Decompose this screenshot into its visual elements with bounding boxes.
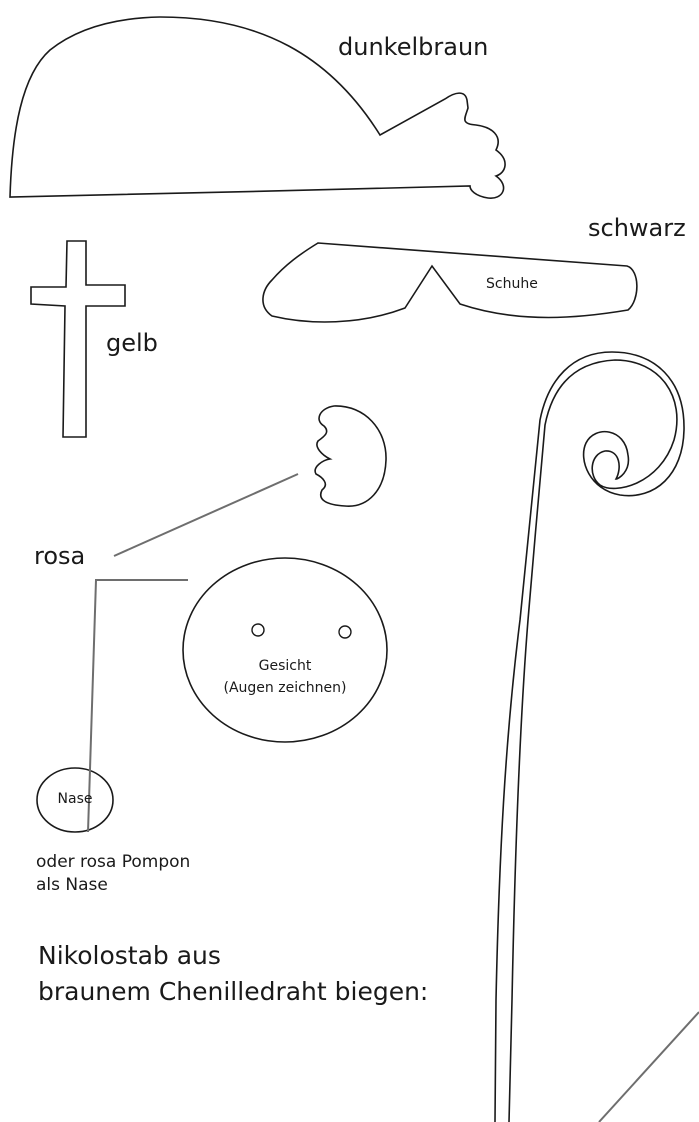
shoes-shape: [262, 242, 638, 323]
staff-shape: [494, 351, 685, 1122]
hand-shape: [314, 405, 387, 507]
pink-color-label: rosa: [34, 542, 86, 570]
staff-instruction-line1: Nikolostab aus: [38, 941, 221, 970]
right-eye-circle: [338, 625, 352, 639]
leader-line-to-face-and-nose: [87, 579, 188, 833]
hat-color-label: dunkelbraun: [338, 33, 489, 61]
pompon-note-line2: als Nase: [36, 875, 108, 895]
nose-label: Nase: [57, 791, 93, 807]
left-eye-circle: [251, 623, 265, 637]
leader-line-bottom-right: [598, 1011, 699, 1122]
face-ellipse: [182, 557, 388, 743]
staff-instruction-line2: braunem Chenilledraht biegen:: [38, 977, 429, 1006]
hat-shape: [9, 16, 506, 199]
shoes-name-label: Schuhe: [486, 276, 538, 292]
leader-line-to-hand: [113, 473, 299, 557]
nose-circle: [36, 767, 114, 833]
face-label-line1: Gesicht: [258, 658, 312, 674]
cross-shape: [30, 240, 126, 438]
shoes-color-label: schwarz: [588, 214, 686, 242]
face-label-line2: (Augen zeichnen): [223, 680, 347, 696]
cross-color-label: gelb: [106, 329, 158, 357]
pompon-note-line1: oder rosa Pompon: [36, 852, 191, 872]
